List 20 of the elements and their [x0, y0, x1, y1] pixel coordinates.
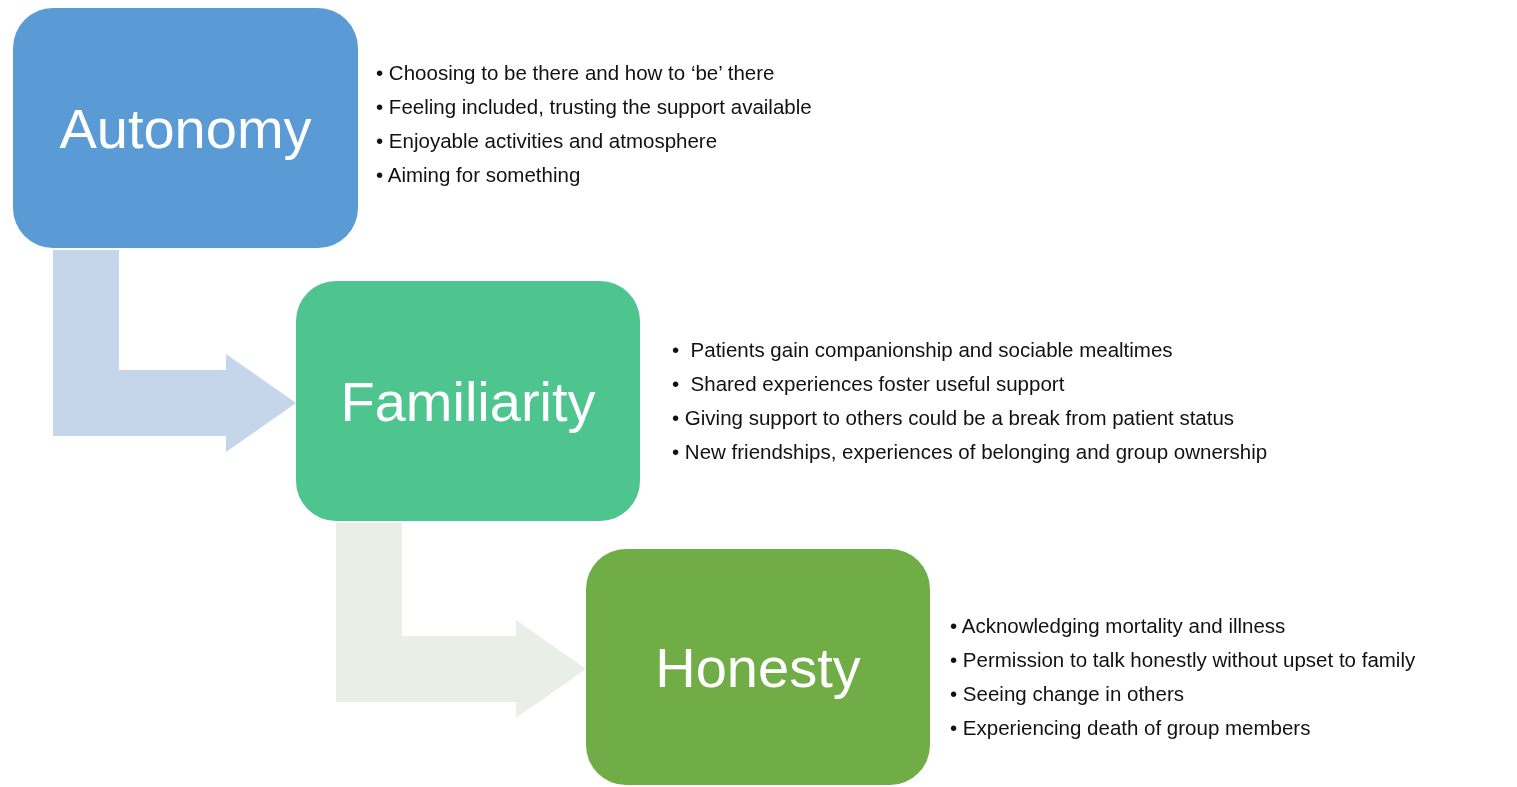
- box-title: Familiarity: [340, 368, 596, 434]
- bullet-point: • Acknowledging mortality and illness: [950, 613, 1287, 639]
- rounded-box: [13, 8, 358, 248]
- bullet-point: • Enjoyable activities and atmosphere: [376, 128, 719, 154]
- rounded-box: [296, 281, 640, 521]
- bullet-point: • Seeing change in others: [950, 681, 1185, 707]
- bullet-point: • Patients gain companionship and sociable mealtimes: [672, 337, 1174, 363]
- bullet-point: • Feeling included, trusting the support available: [376, 94, 812, 120]
- bent-block-arrow: [336, 523, 586, 718]
- bullet-point: • Permission to talk honestly without upset to family: [950, 647, 1416, 673]
- rounded-box: [586, 549, 930, 785]
- bullet-point: • Experiencing death of group members: [950, 715, 1312, 741]
- bullet-point: • Aiming for something: [376, 162, 582, 188]
- box-title: Honesty: [655, 634, 861, 700]
- bullet-point: • Giving support to others could be a break from patient status: [672, 405, 1236, 431]
- bullet-point: • New friendships, experiences of belonging and group ownership: [672, 439, 1268, 465]
- box-title: Autonomy: [59, 95, 312, 161]
- bullet-point: • Shared experiences foster useful support: [672, 371, 1066, 397]
- bullet-point: • Choosing to be there and how to ‘be’ there: [376, 60, 776, 86]
- bent-block-arrow: [53, 250, 296, 452]
